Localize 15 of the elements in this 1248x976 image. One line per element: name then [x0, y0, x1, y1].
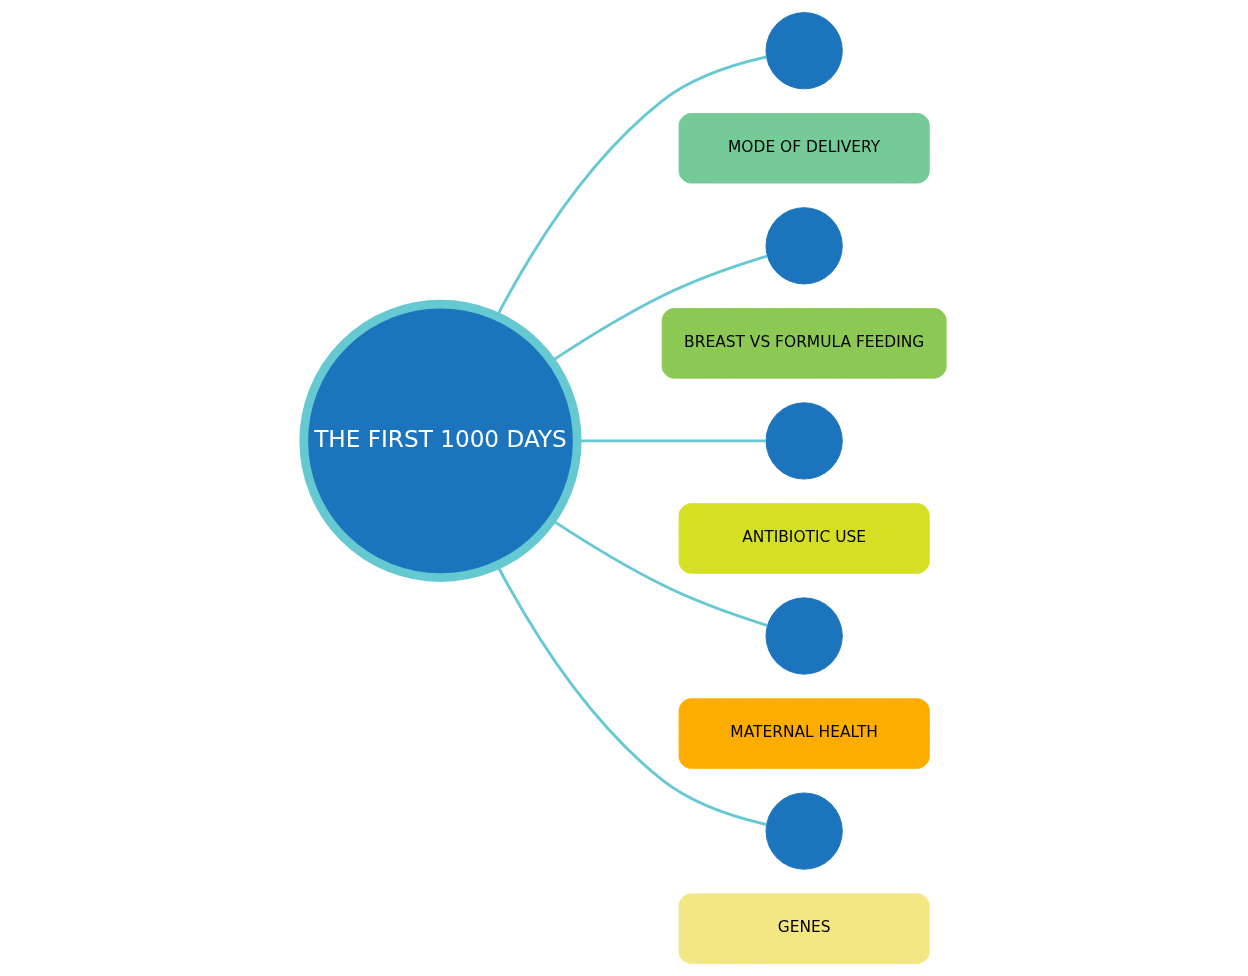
connector	[552, 254, 768, 362]
node-circle	[765, 402, 843, 480]
node-circle	[765, 12, 843, 90]
connector	[497, 566, 767, 826]
node-box: ANTIBIOTIC USE	[678, 503, 930, 574]
connector	[552, 519, 768, 627]
node-circle	[765, 792, 843, 870]
connector	[579, 439, 766, 443]
node-circle	[765, 207, 843, 285]
node-box: BREAST VS FORMULA FEEDING	[661, 308, 947, 379]
connector	[496, 55, 767, 316]
node-box: MODE OF DELIVERY	[678, 113, 930, 184]
node-box: GENES	[678, 893, 930, 964]
node-box: MATERNAL HEALTH	[678, 698, 930, 769]
node-circle	[765, 597, 843, 675]
